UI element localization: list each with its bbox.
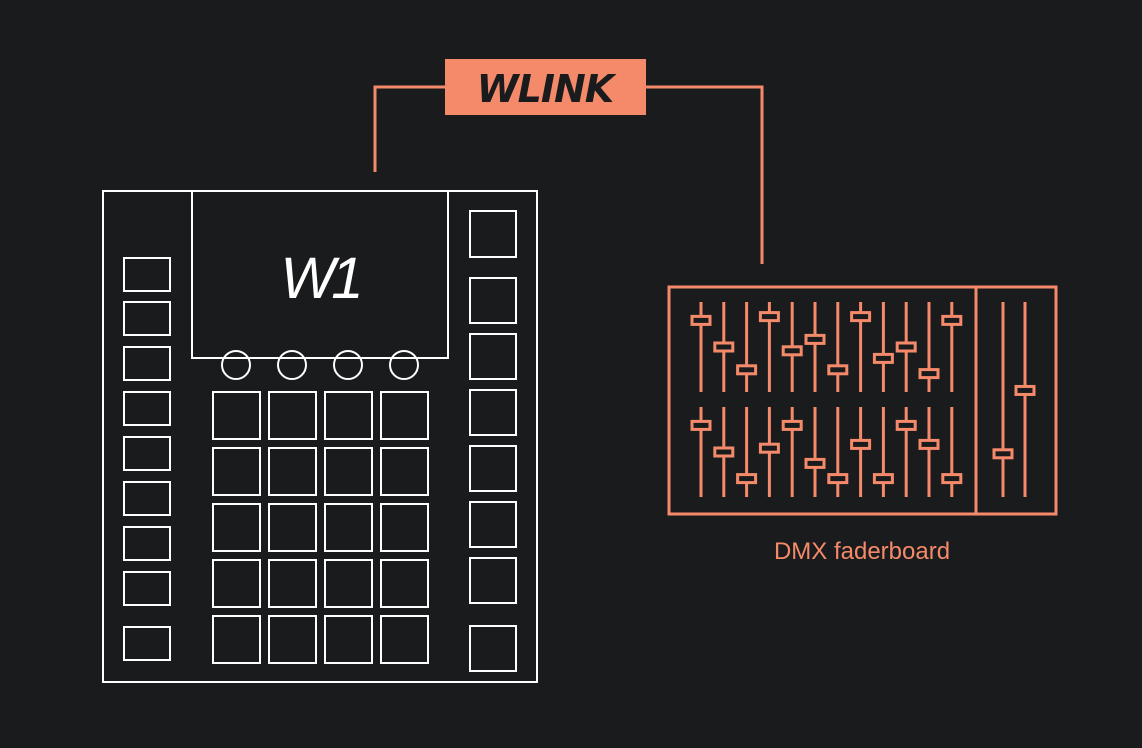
pad	[380, 559, 429, 608]
pad	[324, 391, 373, 440]
fader-knob	[872, 352, 894, 364]
side-button-left	[123, 346, 171, 381]
fader-knob	[895, 419, 917, 431]
faderboard-caption: DMX faderboard	[774, 538, 950, 565]
side-button-right	[469, 389, 517, 436]
fader-knob	[895, 341, 917, 353]
fader-knob	[804, 333, 826, 345]
fader-knob	[918, 438, 940, 450]
side-button-right	[469, 210, 517, 258]
fader-knob	[781, 345, 803, 357]
wlink-badge: WLINK	[445, 59, 646, 115]
faderboard-body	[667, 285, 1058, 516]
pad	[212, 447, 261, 496]
pad	[268, 559, 317, 608]
fader-knob	[827, 364, 849, 376]
wlink-connection-line	[373, 85, 764, 264]
fader-knob	[941, 473, 963, 485]
fader-knob	[758, 311, 780, 323]
side-button-right	[469, 557, 517, 604]
fader-knob	[713, 341, 735, 353]
pad	[268, 503, 317, 552]
pad	[380, 503, 429, 552]
side-button-right	[469, 277, 517, 324]
fader-knob	[850, 311, 872, 323]
dmx-faderboard	[667, 285, 1058, 516]
side-button-left	[123, 301, 171, 336]
w1-label: W1	[281, 246, 360, 311]
master-fader-knob	[992, 448, 1014, 460]
pad	[324, 503, 373, 552]
side-button-left	[123, 571, 171, 606]
fader-knob	[872, 473, 894, 485]
fader-knob	[690, 419, 712, 431]
pad	[324, 447, 373, 496]
fader-knob	[850, 438, 872, 450]
side-button-left	[123, 391, 171, 426]
master-faders	[992, 302, 1036, 497]
side-button-left	[123, 626, 171, 661]
fader-knob	[736, 364, 758, 376]
side-button-right	[469, 445, 517, 492]
side-button-right	[469, 333, 517, 380]
fader-knob	[918, 368, 940, 380]
fader-knob	[758, 442, 780, 454]
pad	[268, 391, 317, 440]
fader-knob	[690, 314, 712, 326]
pad	[212, 503, 261, 552]
right-button-column	[469, 210, 517, 672]
knob-row	[221, 350, 419, 380]
pad	[212, 391, 261, 440]
pad	[212, 559, 261, 608]
fader-knob	[804, 457, 826, 469]
side-button-right	[469, 501, 517, 548]
pad	[324, 615, 373, 664]
knob	[333, 350, 363, 380]
side-button-left	[123, 257, 171, 292]
side-button-left	[123, 436, 171, 471]
wlink-label: WLINK	[477, 67, 617, 111]
side-button-left	[123, 526, 171, 561]
master-fader-knob	[1014, 384, 1036, 396]
fader-bank-top	[690, 302, 963, 392]
fader-knob	[713, 446, 735, 458]
pad	[380, 447, 429, 496]
pad	[380, 615, 429, 664]
side-button-right	[469, 625, 517, 672]
fader-bank-bottom	[690, 407, 963, 497]
knob	[277, 350, 307, 380]
knob	[389, 350, 419, 380]
fader-knob	[781, 419, 803, 431]
pad-grid	[212, 391, 429, 664]
side-button-left	[123, 481, 171, 516]
pad	[324, 559, 373, 608]
fader-knob	[827, 473, 849, 485]
knob	[221, 350, 251, 380]
pad	[212, 615, 261, 664]
left-button-column	[123, 257, 171, 661]
wlink-badge-box	[445, 59, 646, 115]
fader-knob	[736, 473, 758, 485]
w1-controller	[102, 190, 538, 683]
pad	[380, 391, 429, 440]
pad	[268, 615, 317, 664]
fader-knob	[941, 314, 963, 326]
controller-screen	[191, 190, 449, 359]
pad	[268, 447, 317, 496]
